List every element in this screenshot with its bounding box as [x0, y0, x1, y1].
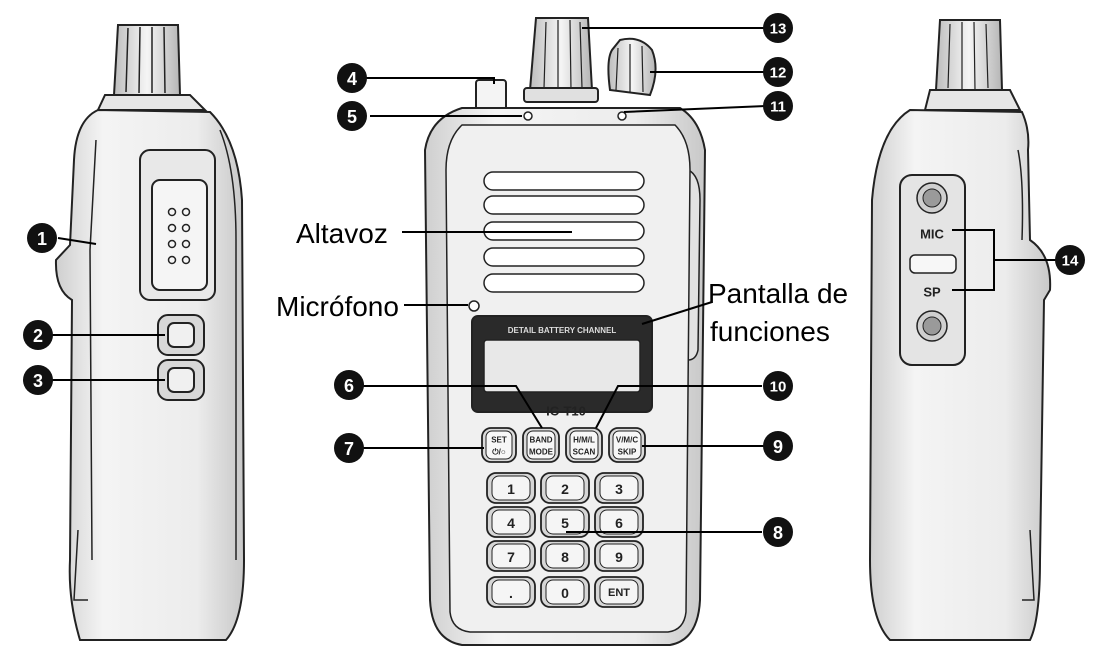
function-keys: SET ⏻/○ BAND MODE H/M/L SCAN V/M/C SKIP [481, 427, 646, 463]
mic-label: MIC [920, 227, 944, 242]
keypad-key[interactable]: 5 [540, 506, 590, 538]
keypad-key-label: 5 [561, 515, 569, 531]
mic-jack [916, 182, 948, 214]
key-vmc-line1: V/M/C [616, 436, 638, 445]
keypad-key-label: 2 [561, 481, 569, 497]
callout-badge-5: 5 [337, 101, 367, 131]
front-speaker-grille [483, 171, 645, 293]
keypad-key-label: 8 [561, 549, 569, 565]
leader-lines [52, 27, 1056, 533]
keypad: 1 2 3 4 5 6 7 8 9. 0 ENT [486, 472, 644, 608]
callout-badge-11: 11 [763, 91, 793, 121]
callout-number: 4 [347, 69, 357, 89]
callout-number: 14 [1062, 253, 1079, 270]
radio-left-side-view [54, 24, 246, 641]
callout-badge-10: 10 [763, 371, 793, 401]
keypad-key[interactable]: 2 [540, 472, 590, 504]
key-set[interactable]: SET ⏻/○ [481, 427, 517, 463]
keypad-key[interactable]: 0 [540, 576, 590, 608]
callout-badge-3: 3 [23, 365, 53, 395]
callout-badge-2: 2 [23, 320, 53, 350]
keypad-key[interactable]: ENT [594, 576, 644, 608]
key-band-line2: MODE [529, 448, 554, 457]
callout-badge-1: 1 [27, 223, 57, 253]
sp-jack [916, 310, 948, 342]
front-antenna-stub [475, 79, 507, 111]
front-main-knob [523, 17, 599, 103]
keypad-key-label: 4 [507, 515, 515, 531]
right-jack-cover [909, 254, 957, 274]
callout-number: 10 [770, 379, 787, 396]
keypad-key-label: 3 [615, 481, 623, 497]
keypad-key[interactable]: 3 [594, 472, 644, 504]
keypad-key[interactable]: . [486, 576, 536, 608]
label-speaker: Altavoz [296, 218, 388, 249]
left-top-knob [96, 24, 208, 111]
callout-number: 6 [344, 376, 354, 396]
front-display [483, 339, 641, 393]
keypad-key[interactable]: 6 [594, 506, 644, 538]
keypad-key[interactable]: 7 [486, 540, 536, 572]
key-set-line1: SET [491, 436, 507, 445]
key-hml-scan[interactable]: H/M/L SCAN [565, 427, 603, 463]
keypad-key-label: ENT [608, 587, 630, 599]
model-name: IC-T10 [546, 404, 586, 419]
callout-number: 11 [770, 99, 786, 116]
label-microphone: Micrófono [276, 291, 399, 322]
keypad-key-label: 1 [507, 481, 515, 497]
keypad-key-label: 0 [561, 585, 569, 601]
callout-number: 3 [33, 371, 43, 391]
callout-badge-13: 13 [763, 13, 793, 43]
key-hml-line1: H/M/L [573, 436, 595, 445]
key-hml-line2: SCAN [573, 448, 596, 457]
callout-badge-7: 7 [334, 433, 364, 463]
keypad-key[interactable]: 8 [540, 540, 590, 572]
callout-badge-9: 9 [763, 431, 793, 461]
keypad-key-label: 7 [507, 549, 515, 565]
callout-badge-14: 14 [1055, 245, 1085, 275]
label-display-line1: Pantalla de [708, 278, 849, 309]
callout-badge-8: 8 [763, 517, 793, 547]
display-caption: DETAIL BATTERY CHANNEL [508, 326, 617, 335]
key-band-mode[interactable]: BAND MODE [522, 427, 560, 463]
right-top-knob [923, 19, 1022, 111]
callout-badge-6: 6 [334, 370, 364, 400]
keypad-key[interactable]: 4 [486, 506, 536, 538]
keypad-key-label: 9 [615, 549, 623, 565]
callout-number: 1 [37, 229, 47, 249]
key-set-line2: ⏻/○ [492, 448, 506, 457]
front-channel-knob [607, 37, 657, 97]
key-band-line1: BAND [529, 436, 552, 445]
radio-front-view: DETAIL BATTERY CHANNEL IC-T10 SET ⏻/○ BA… [423, 17, 707, 646]
callout-number: 12 [770, 65, 787, 82]
callout-badge-12: 12 [763, 57, 793, 87]
sp-label: SP [923, 285, 941, 300]
keypad-key[interactable]: 9 [594, 540, 644, 572]
callout-number: 2 [33, 326, 43, 346]
callout-number: 7 [344, 439, 354, 459]
callout-number: 9 [773, 437, 783, 457]
keypad-key[interactable]: 1 [486, 472, 536, 504]
key-vmc-line2: SKIP [618, 448, 637, 457]
radio-right-side-view: MIC SP [868, 19, 1052, 641]
keypad-key-label: . [509, 585, 513, 601]
callout-number: 13 [770, 21, 787, 38]
label-display-line2: funciones [710, 316, 830, 347]
key-vmc-skip[interactable]: V/M/C SKIP [608, 427, 646, 463]
callout-number: 8 [773, 523, 783, 543]
callout-number: 5 [347, 107, 357, 127]
front-microphone-hole [468, 300, 480, 312]
keypad-key-label: 6 [615, 515, 623, 531]
callout-badge-4: 4 [337, 63, 367, 93]
